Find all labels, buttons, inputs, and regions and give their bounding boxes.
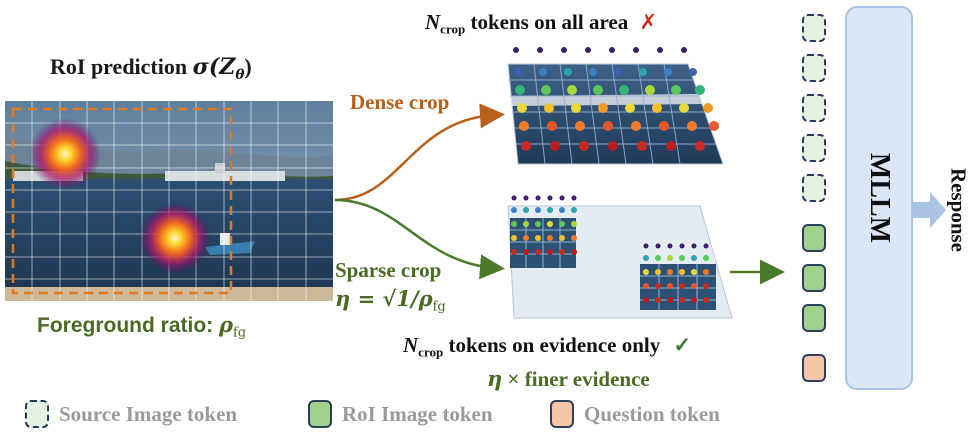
sparse-caption-sub: crop <box>418 344 444 360</box>
roi-title-math: σ(Z <box>192 54 236 80</box>
source-image-token <box>802 14 826 42</box>
dense-cross-mark: ✗ <box>639 11 658 34</box>
sparse-caption-n: N <box>403 333 419 357</box>
legend-source-label: Source Image token <box>59 402 238 426</box>
sparse-crop-label: Sparse crop <box>335 258 442 282</box>
source-image-token <box>802 94 826 122</box>
dense-caption-rest: tokens on all area <box>465 10 629 34</box>
dense-caption-n: N <box>425 10 441 34</box>
response-label: Response <box>946 167 971 253</box>
legend-source-swatch <box>25 400 49 428</box>
legend-question-label: Question token <box>584 402 720 426</box>
response-arrow <box>912 192 946 228</box>
foreground-ratio-symbol: ρ <box>219 312 233 337</box>
legend: Source Image token RoI Image token Quest… <box>25 398 785 432</box>
legend-question-swatch <box>550 400 574 428</box>
dense-crop-arrow <box>334 103 505 202</box>
sparse-caption: Ncrop tokens on evidence only ✓ <box>403 333 691 361</box>
source-image-token <box>802 174 826 202</box>
sparse-formula-sub: fg <box>432 299 446 315</box>
finer-evidence-eta: η <box>487 366 503 391</box>
source-image-token <box>802 134 826 162</box>
dense-caption-sub: crop <box>440 21 466 37</box>
legend-roi-swatch <box>308 400 332 428</box>
dense-crop-label: Dense crop <box>350 90 450 114</box>
finer-evidence-text: × finer evidence <box>502 367 650 391</box>
sparse-crop-arrow <box>334 198 505 280</box>
roi-title-prefix: RoI prediction <box>50 54 193 79</box>
foreground-ratio-prefix: Foreground ratio: <box>37 314 219 337</box>
roi-image-token <box>802 224 826 252</box>
mllm-block: MLLM <box>845 6 913 390</box>
source-image <box>5 101 333 301</box>
roi-title-close: ) <box>244 54 252 79</box>
sparse-check-mark: ✓ <box>673 334 692 357</box>
dense-crop-image <box>488 34 738 174</box>
roi-prediction-title: RoI prediction σ(Zθ) <box>50 54 252 83</box>
roi-image-token <box>802 264 826 292</box>
foreground-ratio-sub: fg <box>232 325 247 341</box>
foreground-ratio-label: Foreground ratio: ρfg <box>37 312 246 341</box>
sparse-formula-text: η = √1/ρ <box>335 286 433 311</box>
dense-caption: Ncrop tokens on all area ✗ <box>425 10 657 38</box>
sparse-crop-image <box>500 188 740 328</box>
mllm-label: MLLM <box>864 152 895 244</box>
roi-title-sub: θ <box>235 66 245 83</box>
dense-token-dots <box>513 47 719 151</box>
sparse-caption-rest: tokens on evidence only <box>443 333 661 357</box>
source-image-svg <box>5 101 333 301</box>
finer-evidence-label: η × finer evidence <box>487 366 650 392</box>
question-token <box>802 354 826 382</box>
source-image-token <box>802 54 826 82</box>
roi-image-token <box>802 304 826 332</box>
sparse-crop-svg <box>507 195 733 319</box>
legend-roi-label: RoI Image token <box>342 402 493 426</box>
dense-crop-svg <box>507 47 724 165</box>
sparse-formula: η = √1/ρfg <box>335 286 446 315</box>
